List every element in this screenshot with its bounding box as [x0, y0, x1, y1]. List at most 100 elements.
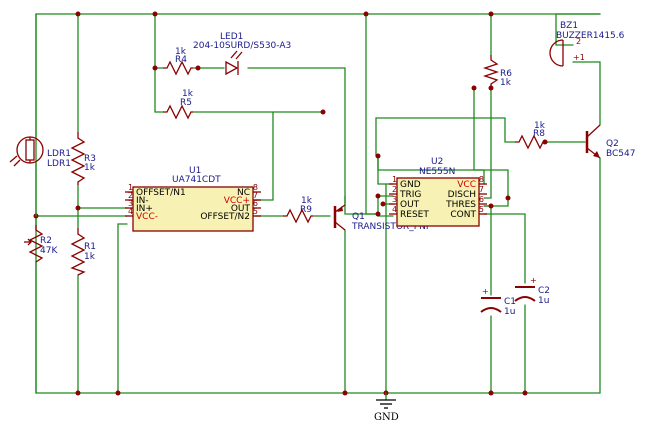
- c2-value: 1u: [538, 296, 549, 306]
- u2-pin-number: 8: [479, 175, 484, 184]
- bz1-value: BUZZER1415.6: [556, 31, 625, 41]
- u1-pin-number: 8: [253, 183, 258, 192]
- u1-pin-name: VCC-: [136, 212, 158, 222]
- q1-transistor: Q1 TRANSISTOR_PNP: [333, 204, 432, 232]
- bz1-ref: BZ1: [560, 21, 578, 31]
- ground-symbol: GND: [374, 392, 399, 423]
- u1-pin-name: NC: [237, 188, 250, 198]
- u1-pin-number: 2: [128, 191, 133, 200]
- c1-value: 1u: [504, 307, 515, 317]
- ldr1-value: LDR1: [47, 159, 71, 169]
- u2-pin-name: THRES: [445, 200, 476, 210]
- u2-value: NE555N: [419, 167, 455, 177]
- r5-ref: R5: [180, 98, 192, 108]
- svg-text:2: 2: [576, 37, 581, 46]
- r8-ref: R8: [533, 129, 545, 139]
- gnd-label: GND: [374, 412, 399, 423]
- r5-resistor: 1k R5: [163, 89, 194, 120]
- led1: LED1 204-10SURD/S530-A3: [193, 32, 291, 76]
- u2-pin-name: GND: [400, 180, 421, 190]
- r8-value: 1k: [534, 121, 546, 131]
- svg-text:+: +: [530, 276, 537, 285]
- r2-ref: R2: [40, 236, 52, 246]
- u1-pin-name: VCC+: [224, 196, 250, 206]
- c1-capacitor: + C1 1u: [480, 287, 516, 317]
- r2-potentiometer: R2 47K: [24, 225, 58, 263]
- u2-pin-name: RESET: [400, 210, 429, 220]
- ldr1: LDR1 LDR1: [9, 13, 71, 217]
- u1-pin-8: 8NC: [237, 183, 261, 198]
- r3-value: 1k: [84, 163, 96, 173]
- led1-value: 204-10SURD/S530-A3: [193, 41, 291, 51]
- u2-pin-number: 1: [392, 175, 397, 184]
- u1-pin-number: 1: [128, 183, 133, 192]
- u1-pin-2: 2IN-: [125, 191, 149, 206]
- u2-pin-name: TRIG: [399, 190, 421, 200]
- r8-resistor: 1k R8: [515, 121, 546, 150]
- q1-value: TRANSISTOR_PNP: [351, 222, 432, 232]
- r1-value: 1k: [84, 252, 96, 262]
- u1-value: UA741CDT: [172, 175, 221, 185]
- q1-ref: Q1: [352, 212, 365, 222]
- r3-resistor: R3 1k: [70, 132, 96, 185]
- r4-value: 1k: [175, 47, 187, 57]
- u2-pin-number: 6: [479, 195, 484, 204]
- c2-ref: C2: [538, 286, 550, 296]
- r4-ref: R4: [175, 55, 187, 65]
- r9-ref: R9: [300, 205, 312, 215]
- u1-pin-name: OUT: [231, 204, 251, 214]
- svg-text:+1: +1: [573, 53, 585, 62]
- u2-pin-number: 7: [479, 185, 484, 194]
- wires: [35, 13, 601, 394]
- svg-text:+: +: [482, 287, 489, 296]
- u1-pin-3: 3IN+: [125, 199, 153, 214]
- r9-resistor: 1k R9: [283, 196, 313, 224]
- r6-resistor: R6 1k: [482, 55, 512, 88]
- bz1-buzzer: 2 +1 BZ1 BUZZER1415.6: [549, 21, 625, 67]
- u1-pin-name: IN+: [136, 204, 153, 214]
- u1-pin-name: OFFSET/N1: [136, 188, 186, 198]
- r6-value: 1k: [500, 78, 512, 88]
- u1-pin-number: 5: [253, 207, 258, 216]
- u2-pin-number: 4: [392, 205, 397, 214]
- u2-pin-name: OUT: [400, 200, 420, 210]
- u2-pin-name: CONT: [450, 210, 476, 220]
- r6-ref: R6: [500, 69, 512, 79]
- r9-value: 1k: [301, 196, 313, 206]
- u2-pin-number: 2: [392, 185, 397, 194]
- u2-pin-number: 5: [479, 205, 484, 214]
- r3-ref: R3: [84, 154, 96, 164]
- r4-resistor: 1k R4: [163, 47, 193, 76]
- u2-pin-name: DISCH: [448, 190, 476, 200]
- u2-pin-name: VCC: [457, 180, 476, 190]
- u1-pin-number: 6: [253, 199, 258, 208]
- u2-ref: U2: [431, 157, 443, 167]
- ldr1-ref: LDR1: [47, 149, 71, 159]
- u1-pin-name: IN-: [136, 196, 149, 206]
- r5-value: 1k: [182, 89, 194, 99]
- u1-pin-number: 3: [128, 199, 133, 208]
- u2-pin-number: 3: [392, 195, 397, 204]
- c1-ref: C1: [504, 297, 516, 307]
- c2-capacitor: + C2 1u: [514, 276, 550, 306]
- r1-ref: R1: [84, 242, 96, 252]
